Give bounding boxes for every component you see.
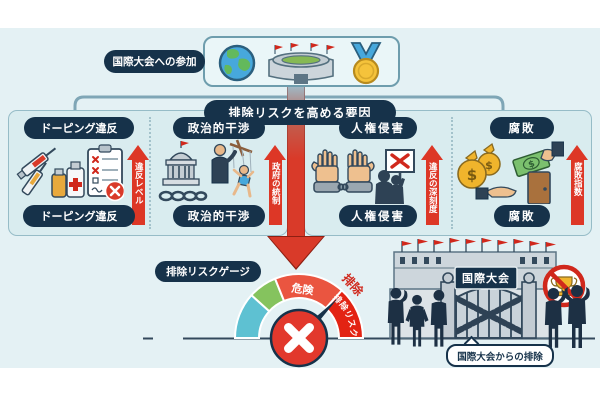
stadium-icon <box>268 43 335 84</box>
violation-severity-arrow-icon: 違反の深刻度 <box>421 145 443 225</box>
red-flags-icon <box>401 238 556 252</box>
x-mark-glyph <box>284 323 314 353</box>
gauge-label: 排除リスクゲージ <box>155 261 261 282</box>
puppet-master-icon <box>211 139 255 198</box>
factor-title-doping-text: ドーピング違反 <box>40 122 118 135</box>
factor-caption-corruption-text: 腐敗 <box>508 209 536 223</box>
factor-caption-human-rights-text: 人権侵害 <box>351 209 405 223</box>
corruption-index-label: 腐敗指数 <box>572 162 583 196</box>
factor-title-human-rights: 人権侵害 <box>339 117 417 139</box>
risk-factors-banner-text: 排除リスクを高める要因 <box>228 106 372 120</box>
exclusion-caption-text: 国際大会からの排除 <box>457 351 543 363</box>
svg-text:$: $ <box>485 159 493 172</box>
political-icons <box>158 139 255 202</box>
corruption-icons: $ $ $ <box>457 141 564 204</box>
human-rights-icons <box>311 149 415 204</box>
money-bags-icon: $ $ <box>457 142 501 189</box>
corruption-index-arrow-icon: 腐敗指数 <box>566 145 588 225</box>
violation-level-arrowhead <box>127 145 149 160</box>
bribe-hand-icon: $ <box>475 141 564 200</box>
gauge-arc <box>233 273 365 339</box>
violation-severity-arrowhead <box>421 145 443 160</box>
factor-title-corruption: 腐敗 <box>490 117 554 139</box>
factor-title-corruption-text: 腐敗 <box>508 121 536 135</box>
violation-level-label: 違反レベル <box>133 162 144 205</box>
factor-title-human-rights-text: 人権侵害 <box>351 121 405 135</box>
svg-text:$: $ <box>527 159 536 170</box>
corruption-index-arrowhead <box>566 145 588 160</box>
factor-caption-human-rights: 人権侵害 <box>339 205 417 227</box>
medicine-bottle-icon <box>51 161 85 198</box>
doping-icons <box>16 144 124 202</box>
participation-label-text: 国際大会への参加 <box>112 56 197 68</box>
factor-caption-doping-text: ドーピング違反 <box>40 210 118 223</box>
government-control-arrow-icon: 政府の統制 <box>264 145 286 225</box>
factor-caption-political-text: 政治的干渉 <box>187 209 251 223</box>
panel-divider <box>451 117 453 229</box>
handcuffed-hands-icon <box>311 149 375 193</box>
locked-gate-icon <box>440 272 537 339</box>
government-control-arrowhead <box>264 145 286 160</box>
gauge-segment-exclusion <box>324 289 365 339</box>
person-silhouette <box>544 287 566 348</box>
risk-flow-arrowhead-icon <box>269 237 323 268</box>
person-silhouette <box>430 289 447 347</box>
chain-icon <box>158 190 208 202</box>
participation-box <box>203 36 400 87</box>
factor-title-political: 政治的干渉 <box>173 117 265 139</box>
exclusion-caption-bubble: 国際大会からの排除 <box>446 344 554 367</box>
violation-level-arrow-icon: 違反レベル <box>127 145 149 225</box>
violation-checklist-icon <box>87 144 124 202</box>
protest-sign-icon <box>375 149 415 204</box>
factor-caption-political: 政治的干渉 <box>173 205 265 227</box>
factor-caption-doping: ドーピング違反 <box>23 205 135 227</box>
stadium-sign-text: 国際大会 <box>462 272 510 285</box>
gold-medal-icon <box>350 42 382 85</box>
factor-title-doping: ドーピング違反 <box>24 117 134 139</box>
svg-text:$: $ <box>467 166 477 184</box>
factor-caption-corruption: 腐敗 <box>494 205 550 227</box>
person-silhouette <box>564 285 590 348</box>
person-silhouette <box>405 294 429 347</box>
stadium-sign <box>454 266 518 290</box>
person-silhouette <box>387 287 408 345</box>
gauge-label-text: 排除リスクゲージ <box>166 266 250 278</box>
globe-icon <box>218 44 256 82</box>
back-door-icon <box>527 171 551 204</box>
gauge-danger-label: 危険 <box>290 280 316 297</box>
government-control-label: 政府の統制 <box>270 162 281 205</box>
chain-cross-2 <box>449 293 529 337</box>
factor-title-political-text: 政治的干渉 <box>187 121 251 135</box>
violation-severity-label: 違反の深刻度 <box>427 162 438 213</box>
syringe-icon <box>16 147 57 196</box>
participation-label: 国際大会への参加 <box>104 50 205 73</box>
government-building-icon <box>162 141 200 186</box>
panel-divider <box>149 117 151 229</box>
